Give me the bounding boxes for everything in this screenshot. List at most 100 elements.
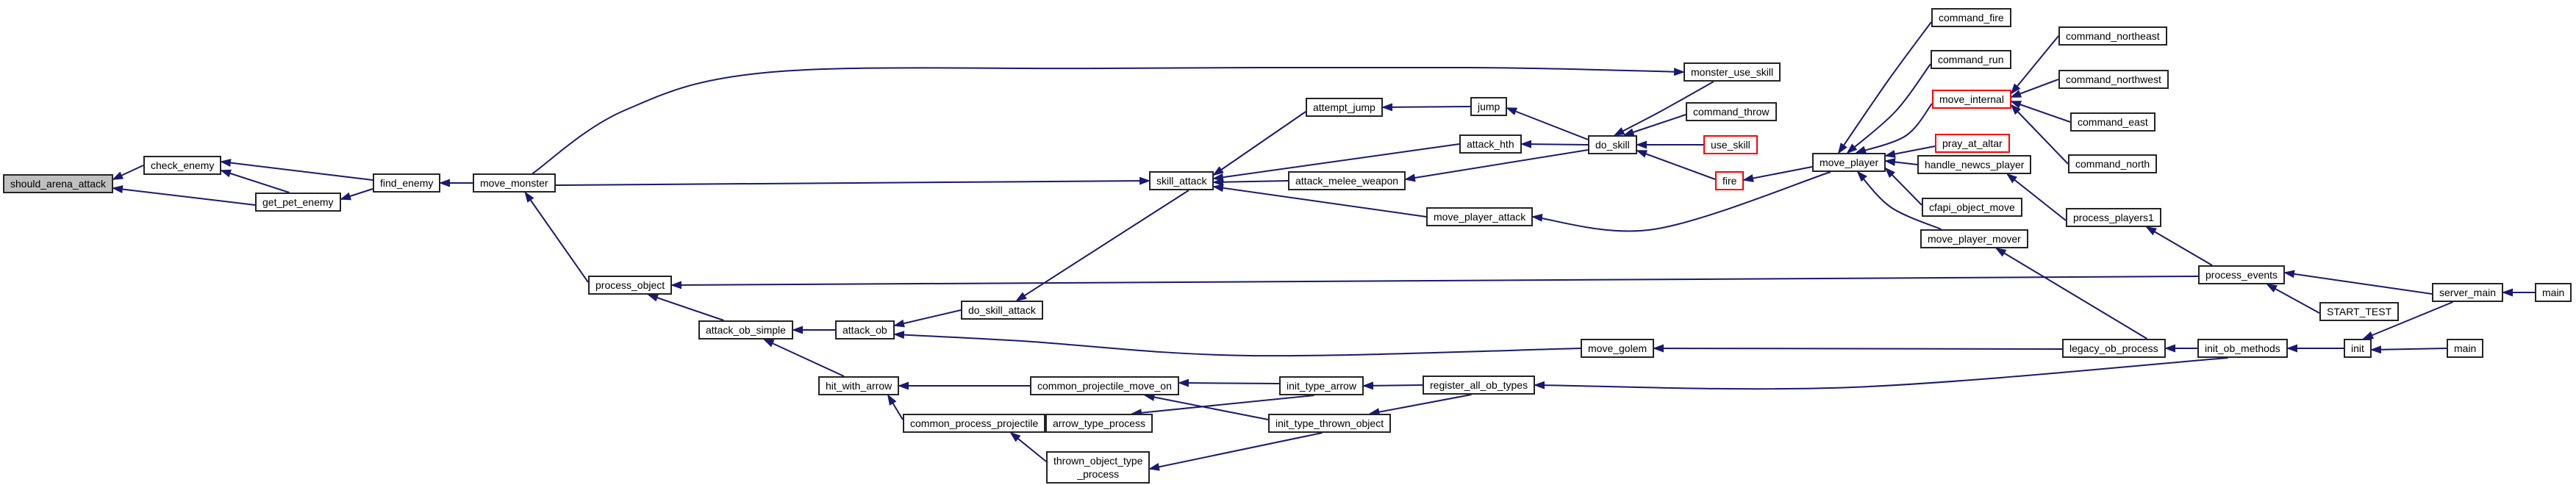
node-init_type_thrown_object[interactable]: init_type_thrown_object [1268, 414, 1392, 433]
node-process_players1[interactable]: process_players1 [2066, 208, 2161, 227]
node-hit_with_arrow[interactable]: hit_with_arrow [818, 376, 900, 395]
node-common_projectile_move_on[interactable]: common_projectile_move_on [1030, 376, 1179, 395]
edge-handle_newcs_player-to-move_player [1884, 158, 1918, 166]
edge-legacy_ob_process-to-move_golem [1653, 344, 2063, 353]
edge-command_northeast-to-move_internal [2010, 35, 2059, 95]
edge-command_fire-to-move_player [1837, 21, 1932, 154]
edge-move_player-to-fire [1742, 166, 1813, 182]
node-process_events[interactable]: process_events [2198, 265, 2286, 284]
edge-move_player-to-move_player_attack [1531, 171, 1831, 232]
node-common_process_projectile[interactable]: common_process_projectile [903, 414, 1046, 433]
edge-skill_attack-to-do_skill_attack [1015, 190, 1189, 302]
node-handle_newcs_player[interactable]: handle_newcs_player [1917, 155, 2032, 174]
node-move_monster[interactable]: move_monster [473, 173, 556, 193]
edge-register_all_ob_types-to-init_type_thrown_object [1368, 394, 1472, 416]
node-command_northeast[interactable]: command_northeast [2058, 26, 2167, 46]
edge-command_east-to-move_internal [2010, 101, 2071, 123]
edge-move_player_attack-to-skill_attack [1212, 184, 1427, 218]
edge-thrown_object_type_process-to-common_process_projectile [1009, 431, 1047, 462]
node-attack_melee_weapon[interactable]: attack_melee_weapon [1288, 171, 1406, 190]
edge-server_main-to-process_events [2283, 270, 2433, 295]
node-attack_ob_simple[interactable]: attack_ob_simple [698, 320, 793, 340]
node-arrow_type_process[interactable]: arrow_type_process [1045, 414, 1153, 433]
node-check_enemy[interactable]: check_enemy [143, 156, 222, 175]
node-command_northwest[interactable]: command_northwest [2058, 70, 2169, 89]
edge-attack_ob_simple-to-process_object [647, 293, 724, 321]
node-server_main[interactable]: server_main [2432, 283, 2504, 302]
node-attack_hth[interactable]: attack_hth [1459, 134, 1522, 154]
node-cfapi_object_move[interactable]: cfapi_object_move [1922, 198, 2022, 217]
edge-move_internal-to-move_player [1855, 103, 1933, 154]
node-move_player_mover[interactable]: move_player_mover [1920, 229, 2028, 248]
node-move_internal[interactable]: move_internal [1932, 90, 2011, 109]
edge-main2-to-init [2370, 345, 2447, 354]
edge-common_process_projectile-to-hit_with_arrow [887, 394, 904, 420]
node-thrown_object_type_process[interactable]: thrown_object_type _process [1046, 451, 1151, 484]
edge-attempt_jump-to-skill_attack [1212, 111, 1306, 176]
node-attempt_jump[interactable]: attempt_jump [1306, 98, 1383, 117]
edge-fire-to-do_skill [1636, 150, 1716, 180]
edge-attack_hth-to-skill_attack [1212, 143, 1460, 182]
edge-cfapi_object_move-to-move_player [1884, 167, 1922, 206]
edge-server_main-to-init [2362, 301, 2453, 340]
edge-do_skill-to-attack_hth [1520, 140, 1589, 148]
node-fire[interactable]: fire [1715, 171, 1745, 190]
node-register_all_ob_types[interactable]: register_all_ob_types [1423, 376, 1536, 395]
node-do_skill_attack[interactable]: do_skill_attack [961, 301, 1043, 320]
edge-do_skill_attack-to-attack_ob [893, 309, 962, 328]
node-jump[interactable]: jump [1470, 97, 1508, 116]
edge-get_pet_enemy-to-should_arena_attack [112, 185, 256, 206]
node-skill_attack[interactable]: skill_attack [1149, 171, 1214, 190]
edge-init_type_thrown_object-to-thrown_object_type_process [1148, 432, 1323, 471]
node-legacy_ob_process[interactable]: legacy_ob_process [2062, 339, 2166, 358]
edge-init_type_arrow-to-arrow_type_process [1131, 395, 1314, 417]
edge-find_enemy-to-check_enemy [220, 159, 373, 181]
node-monster_use_skill[interactable]: monster_use_skill [1684, 62, 1781, 82]
edge-move_monster-to-monster_use_skill [532, 66, 1685, 174]
edge-process_players1-to-handle_newcs_player [2006, 173, 2067, 221]
edge-move_monster-to-skill_attack [555, 176, 1151, 186]
node-move_player[interactable]: move_player [1812, 153, 1886, 172]
node-attack_ob[interactable]: attack_ob [835, 320, 895, 340]
edge-check_enemy-to-should_arena_attack [112, 165, 144, 180]
node-do_skill[interactable]: do_skill [1588, 135, 1637, 154]
node-should_arena_attack[interactable]: should_arena_attack [3, 174, 113, 193]
edge-pray_at_altar-to-move_player [1884, 146, 1936, 158]
node-command_run[interactable]: command_run [1931, 50, 2011, 69]
node-command_fire[interactable]: command_fire [1931, 8, 2011, 27]
node-command_east[interactable]: command_east [2070, 112, 2155, 132]
node-main[interactable]: main [2535, 283, 2572, 302]
node-pray_at_altar[interactable]: pray_at_altar [1935, 134, 2010, 153]
edge-init_type_arrow-to-common_projectile_move_on [1178, 378, 1280, 387]
node-move_golem[interactable]: move_golem [1581, 339, 1655, 358]
edge-attack_melee_weapon-to-skill_attack [1212, 178, 1289, 187]
node-move_player_attack[interactable]: move_player_attack [1426, 207, 1534, 226]
edge-legacy_ob_process-to-move_player_mover [1994, 247, 2148, 340]
node-use_skill[interactable]: use_skill [1703, 135, 1758, 154]
edge-command_northwest-to-move_internal [2010, 79, 2059, 98]
edge-command_north-to-move_internal [2010, 104, 2069, 165]
node-get_pet_enemy[interactable]: get_pet_enemy [255, 193, 341, 212]
edge-init_ob_methods-to-register_all_ob_types [1534, 357, 2228, 390]
node-process_object[interactable]: process_object [588, 276, 673, 295]
edge-hit_with_arrow-to-attack_ob_simple [762, 339, 845, 377]
edge-process_object-to-move_monster [524, 191, 589, 283]
edge-command_throw-to-do_skill [1622, 114, 1686, 137]
edge-do_skill-to-jump [1506, 107, 1589, 140]
edge-START_TEST-to-process_events [2266, 284, 2320, 314]
node-init[interactable]: init [2344, 339, 2372, 358]
edge-find_enemy-to-get_pet_enemy [340, 188, 373, 201]
edge-process_events-to-process_object [670, 276, 2199, 290]
node-command_north[interactable]: command_north [2068, 154, 2158, 173]
node-command_throw[interactable]: command_throw [1686, 102, 1777, 121]
edge-init_type_thrown_object-to-common_projectile_move_on [1143, 393, 1269, 420]
edge-register_all_ob_types-to-init_type_arrow [1362, 381, 1423, 390]
node-find_enemy[interactable]: find_enemy [373, 173, 441, 193]
edge-get_pet_enemy-to-check_enemy [220, 169, 290, 193]
node-main2[interactable]: main [2447, 339, 2484, 358]
node-START_TEST[interactable]: START_TEST [2319, 302, 2400, 321]
node-init_ob_methods[interactable]: init_ob_methods [2197, 339, 2288, 358]
node-init_type_arrow[interactable]: init_type_arrow [1279, 376, 1364, 395]
